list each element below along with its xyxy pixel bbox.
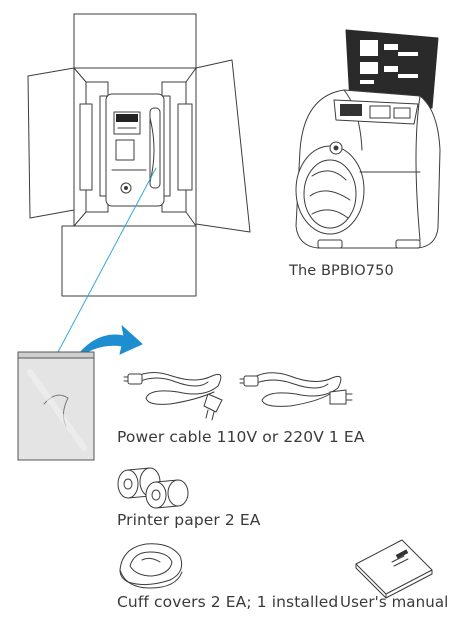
printer-paper-caption: Printer paper 2 EA [117,511,261,529]
printer-paper-illustration [117,467,189,509]
arrow-icon [73,325,143,361]
cuff-covers-caption: Cuff covers 2 EA; 1 installed [117,593,339,611]
users-manual-caption: User's manual [340,593,449,611]
device-caption: The BPBIO750 [289,263,394,279]
cuff-cover-illustration [119,543,183,589]
leader-line [57,167,157,353]
users-manual-illustration [355,539,433,599]
power-cable-illustration [123,372,353,421]
open-box-illustration [27,13,251,297]
power-cable-caption: Power cable 110V or 220V 1 EA [117,428,365,446]
bpbio750-device-illustration [295,29,441,249]
plastic-bag-illustration [17,351,95,461]
